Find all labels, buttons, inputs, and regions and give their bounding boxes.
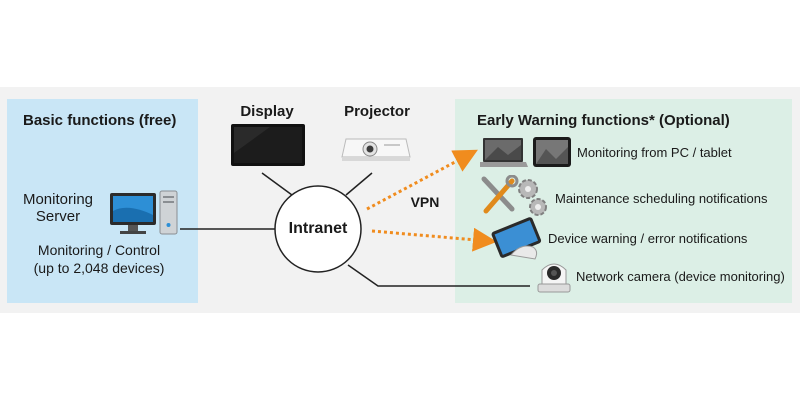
item-label-3: Device warning / error notifications — [548, 231, 748, 246]
projector-link-line — [345, 172, 373, 196]
control-label-line2: (up to 2,048 devices) — [33, 260, 165, 276]
item-label-1: Monitoring from PC / tablet — [577, 145, 732, 160]
camera-icon — [537, 263, 571, 293]
display-icon — [231, 124, 305, 166]
intranet-label: Intranet — [288, 220, 348, 237]
display-label: Display — [240, 103, 294, 120]
connection-lines — [180, 149, 530, 287]
server-label-line1: Monitoring — [22, 191, 94, 208]
control-label-line1: Monitoring / Control — [37, 242, 161, 258]
vpn-arrow-upper — [366, 149, 478, 211]
camera-link-line — [347, 264, 530, 287]
computer-icon — [110, 190, 178, 235]
item-label-2: Maintenance scheduling notifications — [555, 191, 768, 206]
display-link-line — [261, 172, 293, 196]
touch-tablet-icon — [491, 217, 542, 260]
tools-gears-icon — [481, 175, 547, 216]
early-warning-panel — [455, 99, 792, 303]
laptop-tablet-icon — [480, 137, 571, 167]
basic-functions-heading: Basic functions (free) — [23, 112, 177, 129]
projector-label: Projector — [344, 103, 410, 120]
item-label-4: Network camera (device monitoring) — [576, 269, 785, 284]
projector-icon — [341, 138, 411, 161]
vpn-arrow-lower — [371, 227, 497, 252]
vpn-label: VPN — [410, 194, 440, 210]
server-label-line2: Server — [35, 208, 81, 225]
network-diagram: Basic functions (free) Monitoring Server… — [0, 87, 800, 313]
intranet-hub — [274, 185, 362, 273]
early-warning-heading: Early Warning functions* (Optional) — [477, 112, 730, 129]
